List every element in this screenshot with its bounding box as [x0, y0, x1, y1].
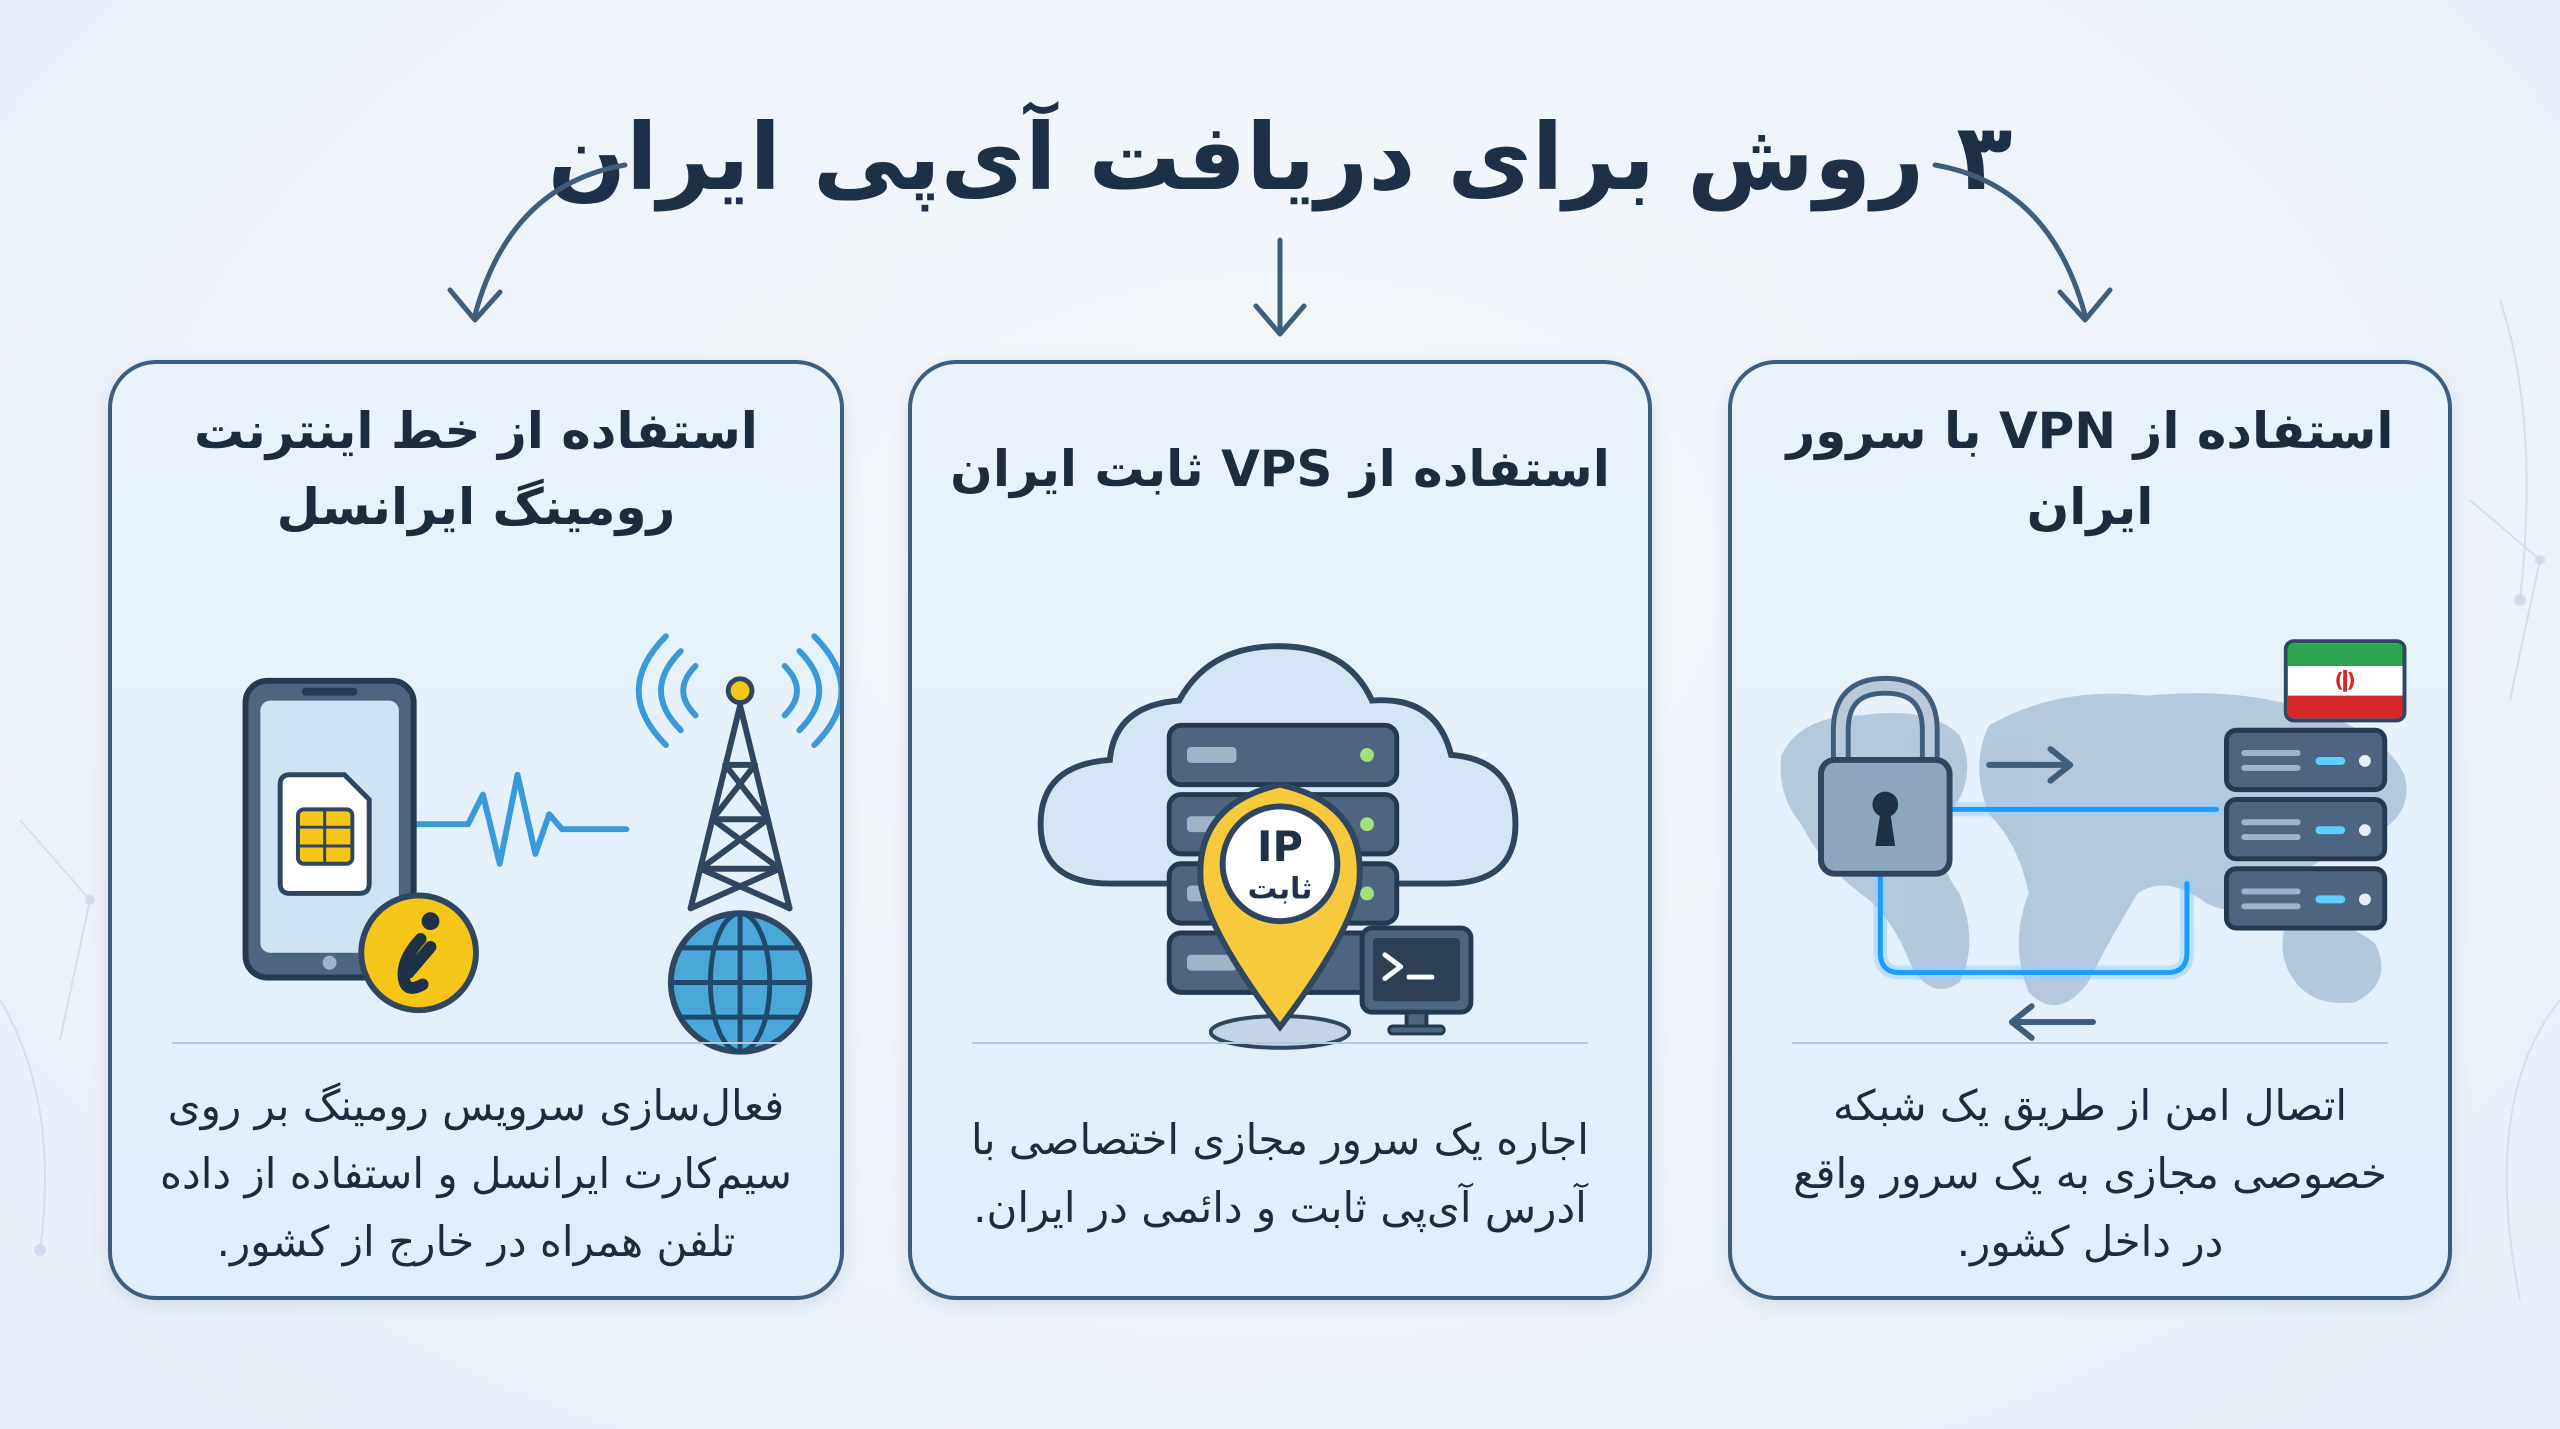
card-title: استفاده از VPN با سرور ایران	[1786, 402, 2394, 536]
card-description: اجاره یک سرور مجازی اختصاصی با آدرس آی‌پ…	[971, 1115, 1589, 1232]
card-description: فعال‌سازی سرویس رومینگ بر روی سیم‌کارت ا…	[160, 1081, 792, 1266]
vpn-illustration	[1732, 564, 2448, 1124]
irancell-logo-icon	[358, 892, 479, 1014]
cell-tower-icon	[635, 633, 840, 912]
location-pin-icon: IP ثابت	[1197, 781, 1363, 1050]
sim-card-icon	[277, 772, 372, 896]
server-rack-icon	[2224, 727, 2388, 931]
arrow-left-icon	[2008, 1003, 2096, 1041]
card-divider	[1792, 1042, 2388, 1044]
signal-wave-icon	[405, 771, 630, 867]
padlock-icon	[1818, 675, 1953, 877]
arrow-left-connector	[472, 162, 628, 318]
arrow-right-icon	[1986, 746, 2074, 784]
vpn-card: استفاده از VPN با سرور ایران	[1728, 360, 2452, 1300]
vps-illustration: IP ثابت	[912, 564, 1648, 1124]
card-divider	[172, 1042, 780, 1044]
iran-flag-icon	[2283, 639, 2407, 723]
card-description: اتصال امن از طریق یک شبکه خصوصی مجازی به…	[1793, 1081, 2387, 1266]
card-divider	[972, 1042, 1588, 1044]
pin-label-ip: IP	[1257, 822, 1303, 871]
roaming-illustration	[112, 564, 840, 1124]
globe-icon	[667, 910, 813, 1055]
connector-arrows	[447, 162, 2113, 337]
connection-line	[1873, 802, 2224, 980]
card-title: استفاده از خط اینترنت رومینگ ایرانسل	[194, 402, 758, 536]
pin-label-fixed: ثابت	[1248, 870, 1313, 905]
card-title: استفاده از VPS ثابت ایران	[950, 440, 1610, 498]
vps-card: استفاده از VPS ثابت ایران	[908, 360, 1652, 1300]
computer-terminal-icon	[1359, 925, 1474, 1036]
arrow-right-connector	[1932, 162, 2088, 318]
roaming-card: استفاده از خط اینترنت رومینگ ایرانسل	[108, 360, 844, 1300]
